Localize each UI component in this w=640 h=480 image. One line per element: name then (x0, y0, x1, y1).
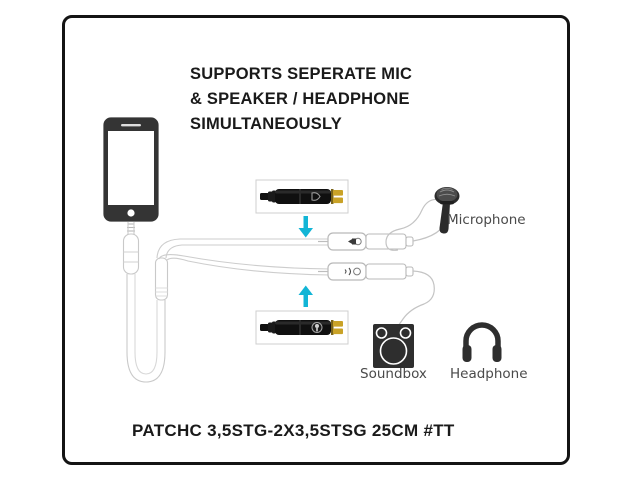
soundbox-label: Soundbox (360, 366, 427, 382)
microphone-label: Microphone (447, 212, 526, 228)
headphone-label: Headphone (450, 366, 528, 382)
product-caption: PATCHC 3,5STG-2X3,5STSG 25CM #TT (132, 421, 455, 440)
page-title: SUPPORTS SEPERATE MIC & SPEAKER / HEADPH… (190, 65, 413, 133)
